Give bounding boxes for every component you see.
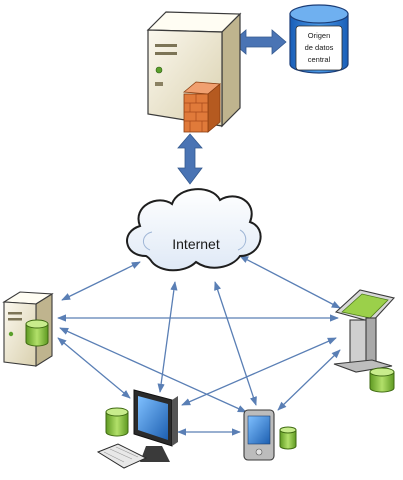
internet-label: Internet bbox=[172, 236, 220, 252]
connector-internet-kiosk bbox=[239, 255, 341, 309]
firewall-icon bbox=[182, 81, 222, 133]
central-database-label-line-3: central bbox=[308, 55, 331, 64]
mobile-database-icon bbox=[279, 426, 297, 450]
connector-left-server-desktop bbox=[57, 337, 131, 399]
desktop-database-icon bbox=[105, 407, 129, 437]
kiosk-icon bbox=[333, 289, 396, 393]
left-server-database-icon bbox=[25, 319, 49, 347]
connectors bbox=[57, 255, 341, 436]
kiosk-database-icon bbox=[369, 367, 395, 393]
internet-cloud-icon: Internet bbox=[126, 188, 262, 272]
connector-internet-mobile bbox=[214, 281, 257, 406]
connector-internet-left-server bbox=[61, 261, 141, 301]
central-database-label-line-2: de datos bbox=[305, 43, 334, 52]
left-server-icon bbox=[2, 291, 54, 367]
connector-kiosk-mobile bbox=[277, 349, 341, 411]
thick-arrow-server-internet bbox=[177, 133, 203, 185]
connector-internet-desktop bbox=[157, 281, 178, 393]
thick-arrow-server-database bbox=[231, 29, 287, 55]
desktop-computer-icon bbox=[96, 389, 178, 469]
connector-kiosk-desktop bbox=[181, 337, 337, 406]
central-database-label-line-1: Origen bbox=[308, 31, 331, 40]
mobile-device-icon bbox=[243, 409, 297, 461]
central-database-icon: Origen de datos central bbox=[289, 4, 349, 74]
central-server-icon bbox=[146, 11, 242, 133]
